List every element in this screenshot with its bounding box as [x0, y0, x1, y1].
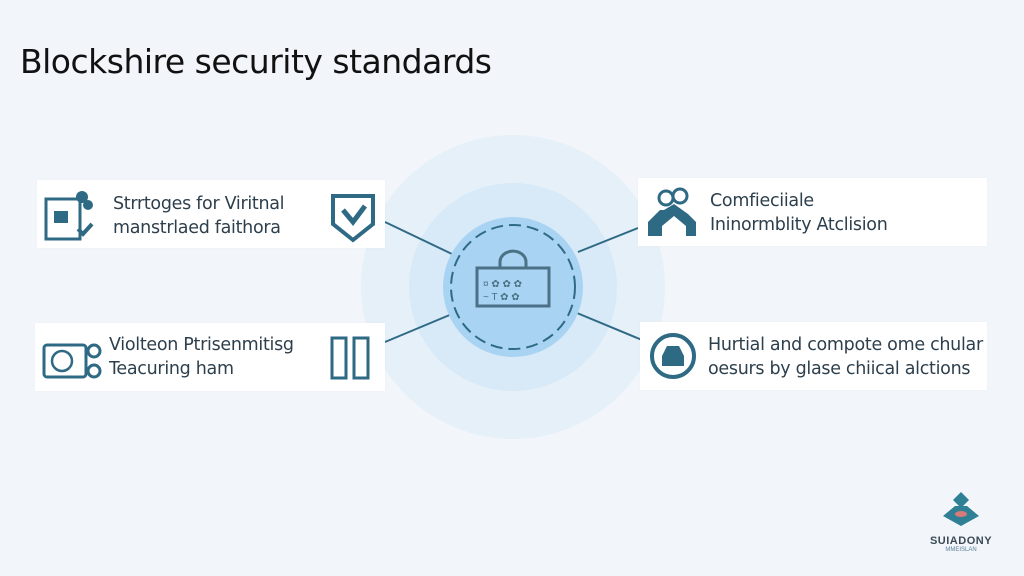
card-text-line: Ininormblity Atclision	[710, 215, 888, 235]
card-text-line: Teacuring ham	[109, 359, 234, 379]
lock-icon: ¤ ✿ ✿ ✿ ~ T ✿ ✿	[475, 249, 551, 308]
card-confidential-information: Comfieciiale Ininormblity Atclision	[638, 178, 987, 246]
brand-logo: SUIADONY MMEISLAN	[916, 490, 1006, 553]
card-violation-training: Violteon Ptrisenmitisg Teacuring ham	[35, 323, 385, 391]
logo-subtitle: MMEISLAN	[945, 547, 977, 553]
center-hub	[443, 217, 583, 357]
vehicle-circle-icon	[650, 333, 696, 379]
connector-line	[577, 227, 639, 253]
svg-text:~ T ✿ ✿: ~ T ✿ ✿	[483, 292, 520, 303]
connector-line	[384, 313, 453, 343]
page-title: Blockshire security standards	[20, 42, 492, 81]
card-text-line: Violteon Ptrisenmitisg	[109, 335, 294, 355]
card-text-line: Hurtial and compote ome chular	[708, 335, 983, 355]
logo-name: SUIADONY	[929, 535, 993, 547]
card-text-line: Comfieciiale	[710, 191, 814, 211]
connector-line	[576, 312, 643, 341]
logo-mark-icon	[943, 492, 979, 526]
card-text-line: Strrtoges for Viritnal	[113, 194, 285, 214]
checklist-icon	[44, 191, 94, 241]
card-text-line: manstrlaed faithora	[113, 218, 281, 238]
card-virtual-strategies: Strrtoges for Viritnal manstrlaed faitho…	[37, 180, 385, 248]
card-text-line: oesurs by glase chiical alctions	[708, 359, 971, 379]
card-partial-compute: Hurtial and compote ome chular oesurs by…	[640, 322, 987, 390]
columns-icon	[330, 336, 370, 380]
settings-panel-icon	[42, 343, 102, 379]
center-dashed-ring	[450, 224, 576, 350]
people-home-icon	[648, 187, 696, 236]
connector-line	[384, 221, 453, 255]
shield-icon	[331, 194, 375, 243]
svg-text:¤ ✿ ✿ ✿: ¤ ✿ ✿ ✿	[483, 279, 522, 290]
